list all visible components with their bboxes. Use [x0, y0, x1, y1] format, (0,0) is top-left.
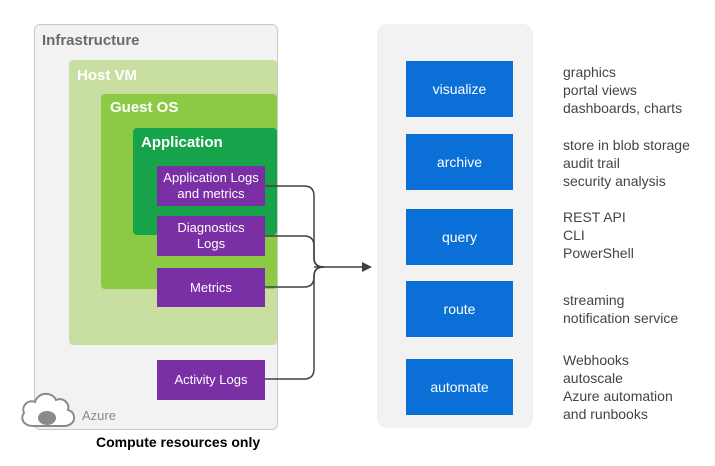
guest-os-title: Guest OS [110, 99, 179, 116]
metrics-box: Metrics [157, 268, 265, 307]
archive-box: archive [406, 134, 513, 190]
compute-resources-note: Compute resources only [96, 434, 261, 450]
archive-description: store in blob storage audit trail securi… [563, 137, 690, 189]
visualize-box: visualize [406, 61, 513, 117]
application-logs-box: Application Logs and metrics [157, 166, 265, 206]
activity-logs-box: Activity Logs [157, 360, 265, 400]
automate-description: Webhooks autoscale Azure automation and … [563, 352, 673, 422]
query-box: query [406, 209, 513, 265]
automate-box: automate [406, 359, 513, 415]
azure-label: Azure [82, 408, 116, 423]
infrastructure-title: Infrastructure [42, 32, 140, 49]
diagnostics-logs-box: Diagnostics Logs [157, 216, 265, 256]
route-box: route [406, 281, 513, 337]
azure-cloud-icon [21, 392, 76, 427]
application-title: Application [141, 134, 223, 151]
visualize-description: graphics portal views dashboards, charts [563, 64, 683, 116]
query-description: REST API CLI PowerShell [563, 209, 634, 261]
host-vm-title: Host VM [77, 67, 137, 84]
route-description: streaming notification service [563, 292, 679, 326]
